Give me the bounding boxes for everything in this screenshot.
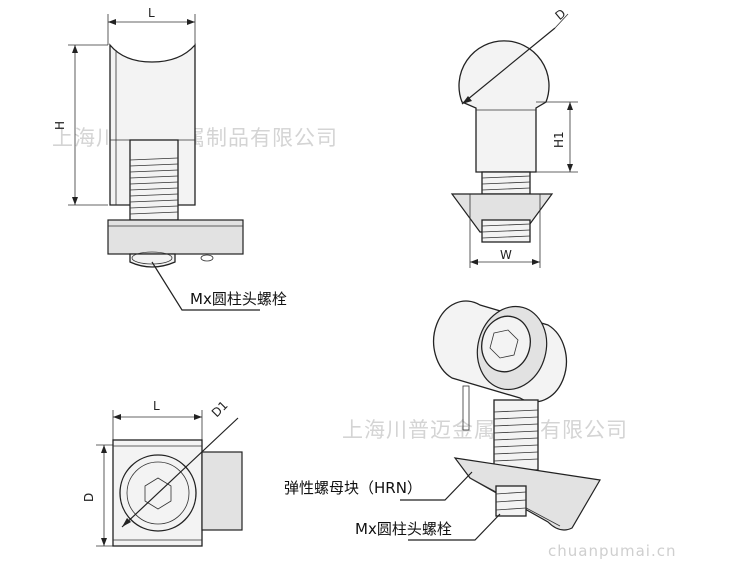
dim-label-L-bottom: L [153,399,160,413]
watermark-site: chuanpumai.cn [548,542,676,560]
dim-label-W: W [500,248,512,262]
dim-label-L-top: L [148,6,155,20]
dim-label-H: H [53,121,67,130]
view-plan: L D D1 [82,398,243,547]
callout-screw-top: Mx圆柱头螺栓 [190,290,287,308]
dim-label-H1: H1 [552,131,566,148]
dim-label-D-ball: D [552,6,568,23]
watermark-company-bottom: 上海川普迈金属制品有限公司 [342,418,628,442]
callout-spring-nut: 弹性螺母块（HRN） [284,479,422,497]
dim-label-D1: D1 [209,398,231,420]
dim-label-D-plan: D [82,493,96,502]
view-side-elevation: L H M [53,6,287,311]
callout-screw-bottom: Mx圆柱头螺栓 [355,520,452,538]
view-ball-head: D H1 W [450,6,578,268]
view-isometric: 弹性螺母块（HRN） Mx圆柱头螺栓 [284,300,601,541]
